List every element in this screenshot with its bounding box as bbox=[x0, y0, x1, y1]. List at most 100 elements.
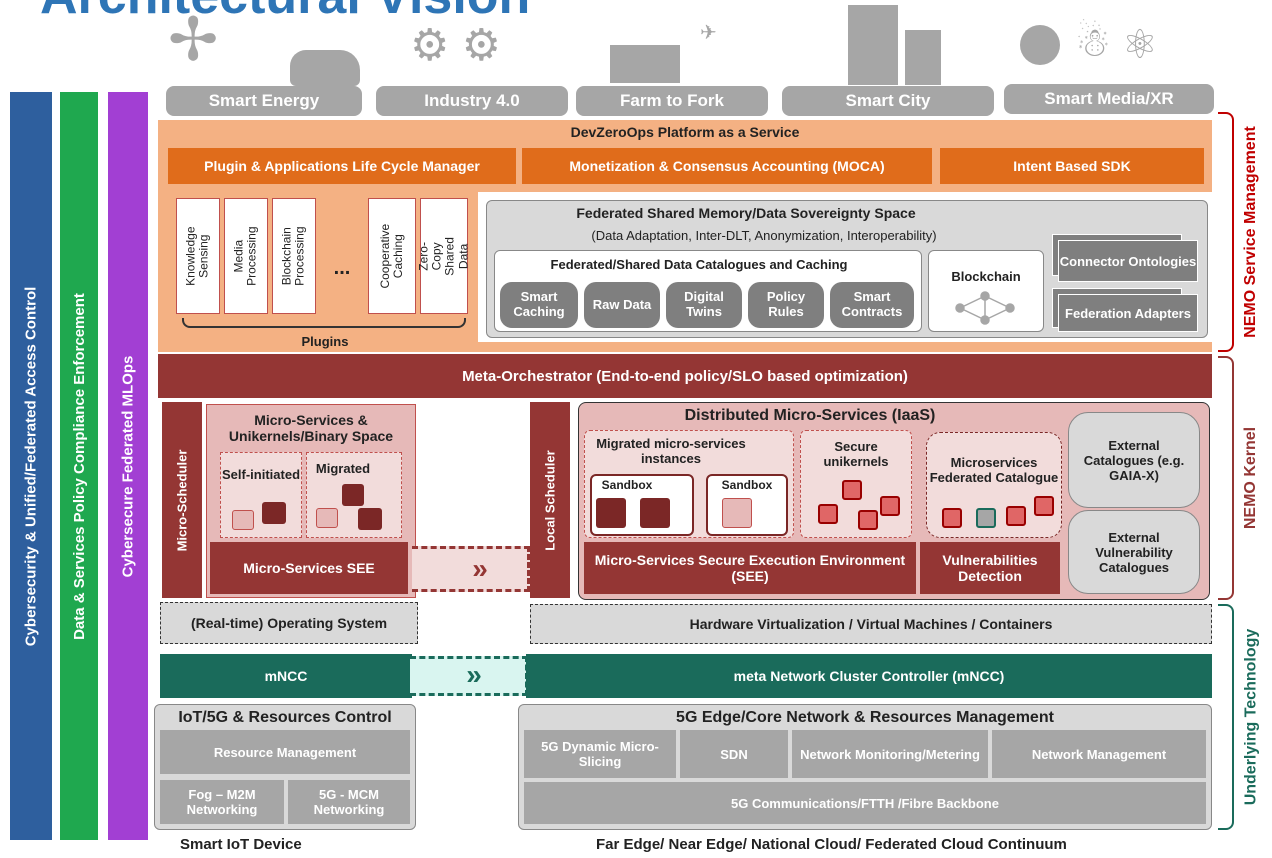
resource-management: Resource Management bbox=[160, 730, 410, 774]
module-moca: Monetization & Consensus Accounting (MOC… bbox=[522, 148, 932, 184]
drone-icon: ✈ bbox=[700, 22, 717, 44]
building-icon bbox=[848, 5, 898, 85]
service-block bbox=[640, 498, 670, 528]
secure-unikernels-label: Secure unikernels bbox=[823, 439, 889, 469]
network-monitoring: Network Monitoring/Metering bbox=[792, 730, 988, 778]
microservices-space-title: Micro-Services & Unikernels/Binary Space bbox=[228, 412, 394, 444]
mncc-chevron-icon: » bbox=[466, 659, 482, 690]
service-block bbox=[316, 508, 338, 528]
service-block bbox=[232, 510, 254, 530]
catalogue-block bbox=[976, 508, 996, 528]
catalogue-block bbox=[1034, 496, 1054, 516]
unikernel-block bbox=[818, 504, 838, 524]
service-mgmt-label: NEMO Service Management bbox=[1242, 126, 1259, 338]
migrated-label: Migrated bbox=[315, 460, 371, 476]
plugin-cooperative-caching: Cooperative Caching bbox=[368, 198, 416, 314]
left-bar-mlops-label: Cybersecure Federated MLOps bbox=[119, 355, 137, 577]
meta-orchestrator: Meta-Orchestrator (End-to-end policy/SLO… bbox=[158, 354, 1212, 398]
left-bar-policy: Data & Services Policy Compliance Enforc… bbox=[60, 92, 98, 840]
service-block bbox=[722, 498, 752, 528]
plugin-zero-copy: Zero-Copy Shared Data bbox=[417, 198, 470, 314]
kernel-label: NEMO Kernel bbox=[1242, 426, 1259, 530]
micro-scheduler: Micro-Scheduler bbox=[162, 402, 202, 598]
dynamic-micro-slicing: 5G Dynamic Micro-Slicing bbox=[524, 730, 676, 778]
vertical-smart-media: Smart Media/XR bbox=[1004, 84, 1214, 114]
edge-title: 5G Edge/Core Network & Resources Managem… bbox=[676, 709, 1054, 726]
unikernel-block bbox=[858, 510, 878, 530]
car-icon bbox=[290, 50, 360, 86]
mcm-networking: 5G - MCM Networking bbox=[288, 780, 410, 824]
sdn: SDN bbox=[680, 730, 788, 778]
plugin-blockchain-processing: Blockchain Processing bbox=[272, 198, 316, 314]
vr-headset-icon bbox=[1020, 25, 1060, 65]
external-catalogues: External Catalogues (e.g. GAIA-X) bbox=[1068, 412, 1200, 508]
service-mgmt-brace bbox=[1218, 112, 1234, 352]
iot-title: IoT/5G & Resources Control bbox=[178, 709, 392, 726]
network-management: Network Management bbox=[992, 730, 1206, 778]
building-icon bbox=[905, 30, 941, 85]
catalogue-smart-contracts: Smart Contracts bbox=[830, 282, 914, 328]
sandbox-2-label: Sandbox bbox=[721, 478, 773, 492]
unikernel-block bbox=[880, 496, 900, 516]
vertical-farm-to-fork: Farm to Fork bbox=[576, 86, 768, 116]
hardware-virtualization: Hardware Virtualization / Virtual Machin… bbox=[530, 604, 1212, 644]
module-lifecycle: Plugin & Applications Life Cycle Manager bbox=[168, 148, 516, 184]
plugin-knowledge-sensing: Knowledge Sensing bbox=[176, 198, 220, 314]
catalogue-raw-data: Raw Data bbox=[584, 282, 660, 328]
mncc-left: mNCC bbox=[160, 654, 412, 698]
service-block bbox=[342, 484, 364, 506]
fog-m2m: Fog – M2M Networking bbox=[160, 780, 284, 824]
bottom-label-left: Smart IoT Device bbox=[180, 836, 302, 853]
mncc-link bbox=[410, 656, 528, 696]
blockchain-label: Blockchain bbox=[951, 268, 1021, 284]
migration-arrow bbox=[412, 546, 530, 592]
connector-ontologies: Connector Ontologies bbox=[1058, 240, 1198, 282]
plugins-label: Plugins bbox=[301, 333, 349, 349]
mncc-right: meta Network Cluster Controller (mNCC) bbox=[526, 654, 1212, 698]
catalogues-title: Federated/Shared Data Catalogues and Cac… bbox=[550, 256, 848, 272]
left-bar-mlops: Cybersecure Federated MLOps bbox=[108, 92, 148, 840]
operating-system: (Real-time) Operating System bbox=[160, 602, 418, 644]
right-see: Micro-Services Secure Execution Environm… bbox=[584, 542, 916, 594]
vertical-smart-city: Smart City bbox=[782, 86, 994, 116]
local-scheduler: Local Scheduler bbox=[530, 402, 570, 598]
migration-chevron-icon: » bbox=[472, 553, 488, 584]
distributed-title: Distributed Micro-Services (IaaS) bbox=[684, 407, 936, 424]
sandbox-1-label: Sandbox bbox=[601, 478, 653, 492]
robot-arm-icon: ⚙ ⚙ bbox=[410, 21, 502, 70]
plugin-ellipsis: ... bbox=[333, 256, 351, 279]
service-block bbox=[596, 498, 626, 528]
catalogue-smart-caching: Smart Caching bbox=[500, 282, 578, 328]
left-bar-policy-label: Data & Services Policy Compliance Enforc… bbox=[70, 292, 88, 640]
page-title: Architectural Vision bbox=[40, 0, 530, 26]
underlying-label: Underlying Technology bbox=[1242, 628, 1260, 806]
service-block bbox=[358, 508, 382, 530]
underlying-brace bbox=[1218, 604, 1234, 830]
left-see: Micro-Services SEE bbox=[210, 542, 408, 594]
service-block bbox=[262, 502, 286, 524]
bottom-label-right: Far Edge/ Near Edge/ National Cloud/ Fed… bbox=[596, 836, 1067, 853]
fsm-title: Federated Shared Memory/Data Sovereignty… bbox=[576, 205, 916, 221]
truck-icon bbox=[610, 45, 680, 83]
migrated-instances-title: Migrated micro-services instances bbox=[596, 436, 746, 466]
plugin-media-processing: Media Processing bbox=[224, 198, 268, 314]
unikernel-block bbox=[842, 480, 862, 500]
fed-catalogue-label: Microservices Federated Catalogue bbox=[929, 455, 1059, 485]
catalogue-block bbox=[1006, 506, 1026, 526]
external-vulnerability-catalogues: External Vulnerability Catalogues bbox=[1068, 510, 1200, 594]
left-bar-cybersecurity-label: Cybersecurity & Unified/Federated Access… bbox=[22, 286, 40, 646]
vertical-smart-energy: Smart Energy bbox=[166, 86, 362, 116]
fsm-subtitle: (Data Adaptation, Inter-DLT, Anonymizati… bbox=[591, 227, 937, 243]
network-graph-icon bbox=[955, 291, 1015, 325]
atom-icon: ⚛ bbox=[1122, 23, 1158, 67]
left-bar-cybersecurity: Cybersecurity & Unified/Federated Access… bbox=[10, 92, 52, 840]
catalogue-block bbox=[942, 508, 962, 528]
catalogue-policy-rules: Policy Rules bbox=[748, 282, 824, 328]
kernel-brace bbox=[1218, 356, 1234, 600]
vertical-industry: Industry 4.0 bbox=[376, 86, 568, 116]
verticals-row: ✢ ⚙ ⚙ ✈ ☃ ⚛ Smart Energy Industry 4.0 Fa… bbox=[0, 0, 1272, 118]
paas-title: DevZeroOps Platform as a Service bbox=[570, 124, 800, 140]
hologram-icon: ☃ bbox=[1075, 21, 1111, 65]
wind-turbine-icon: ✢ bbox=[168, 6, 219, 73]
catalogue-digital-twins: Digital Twins bbox=[666, 282, 742, 328]
